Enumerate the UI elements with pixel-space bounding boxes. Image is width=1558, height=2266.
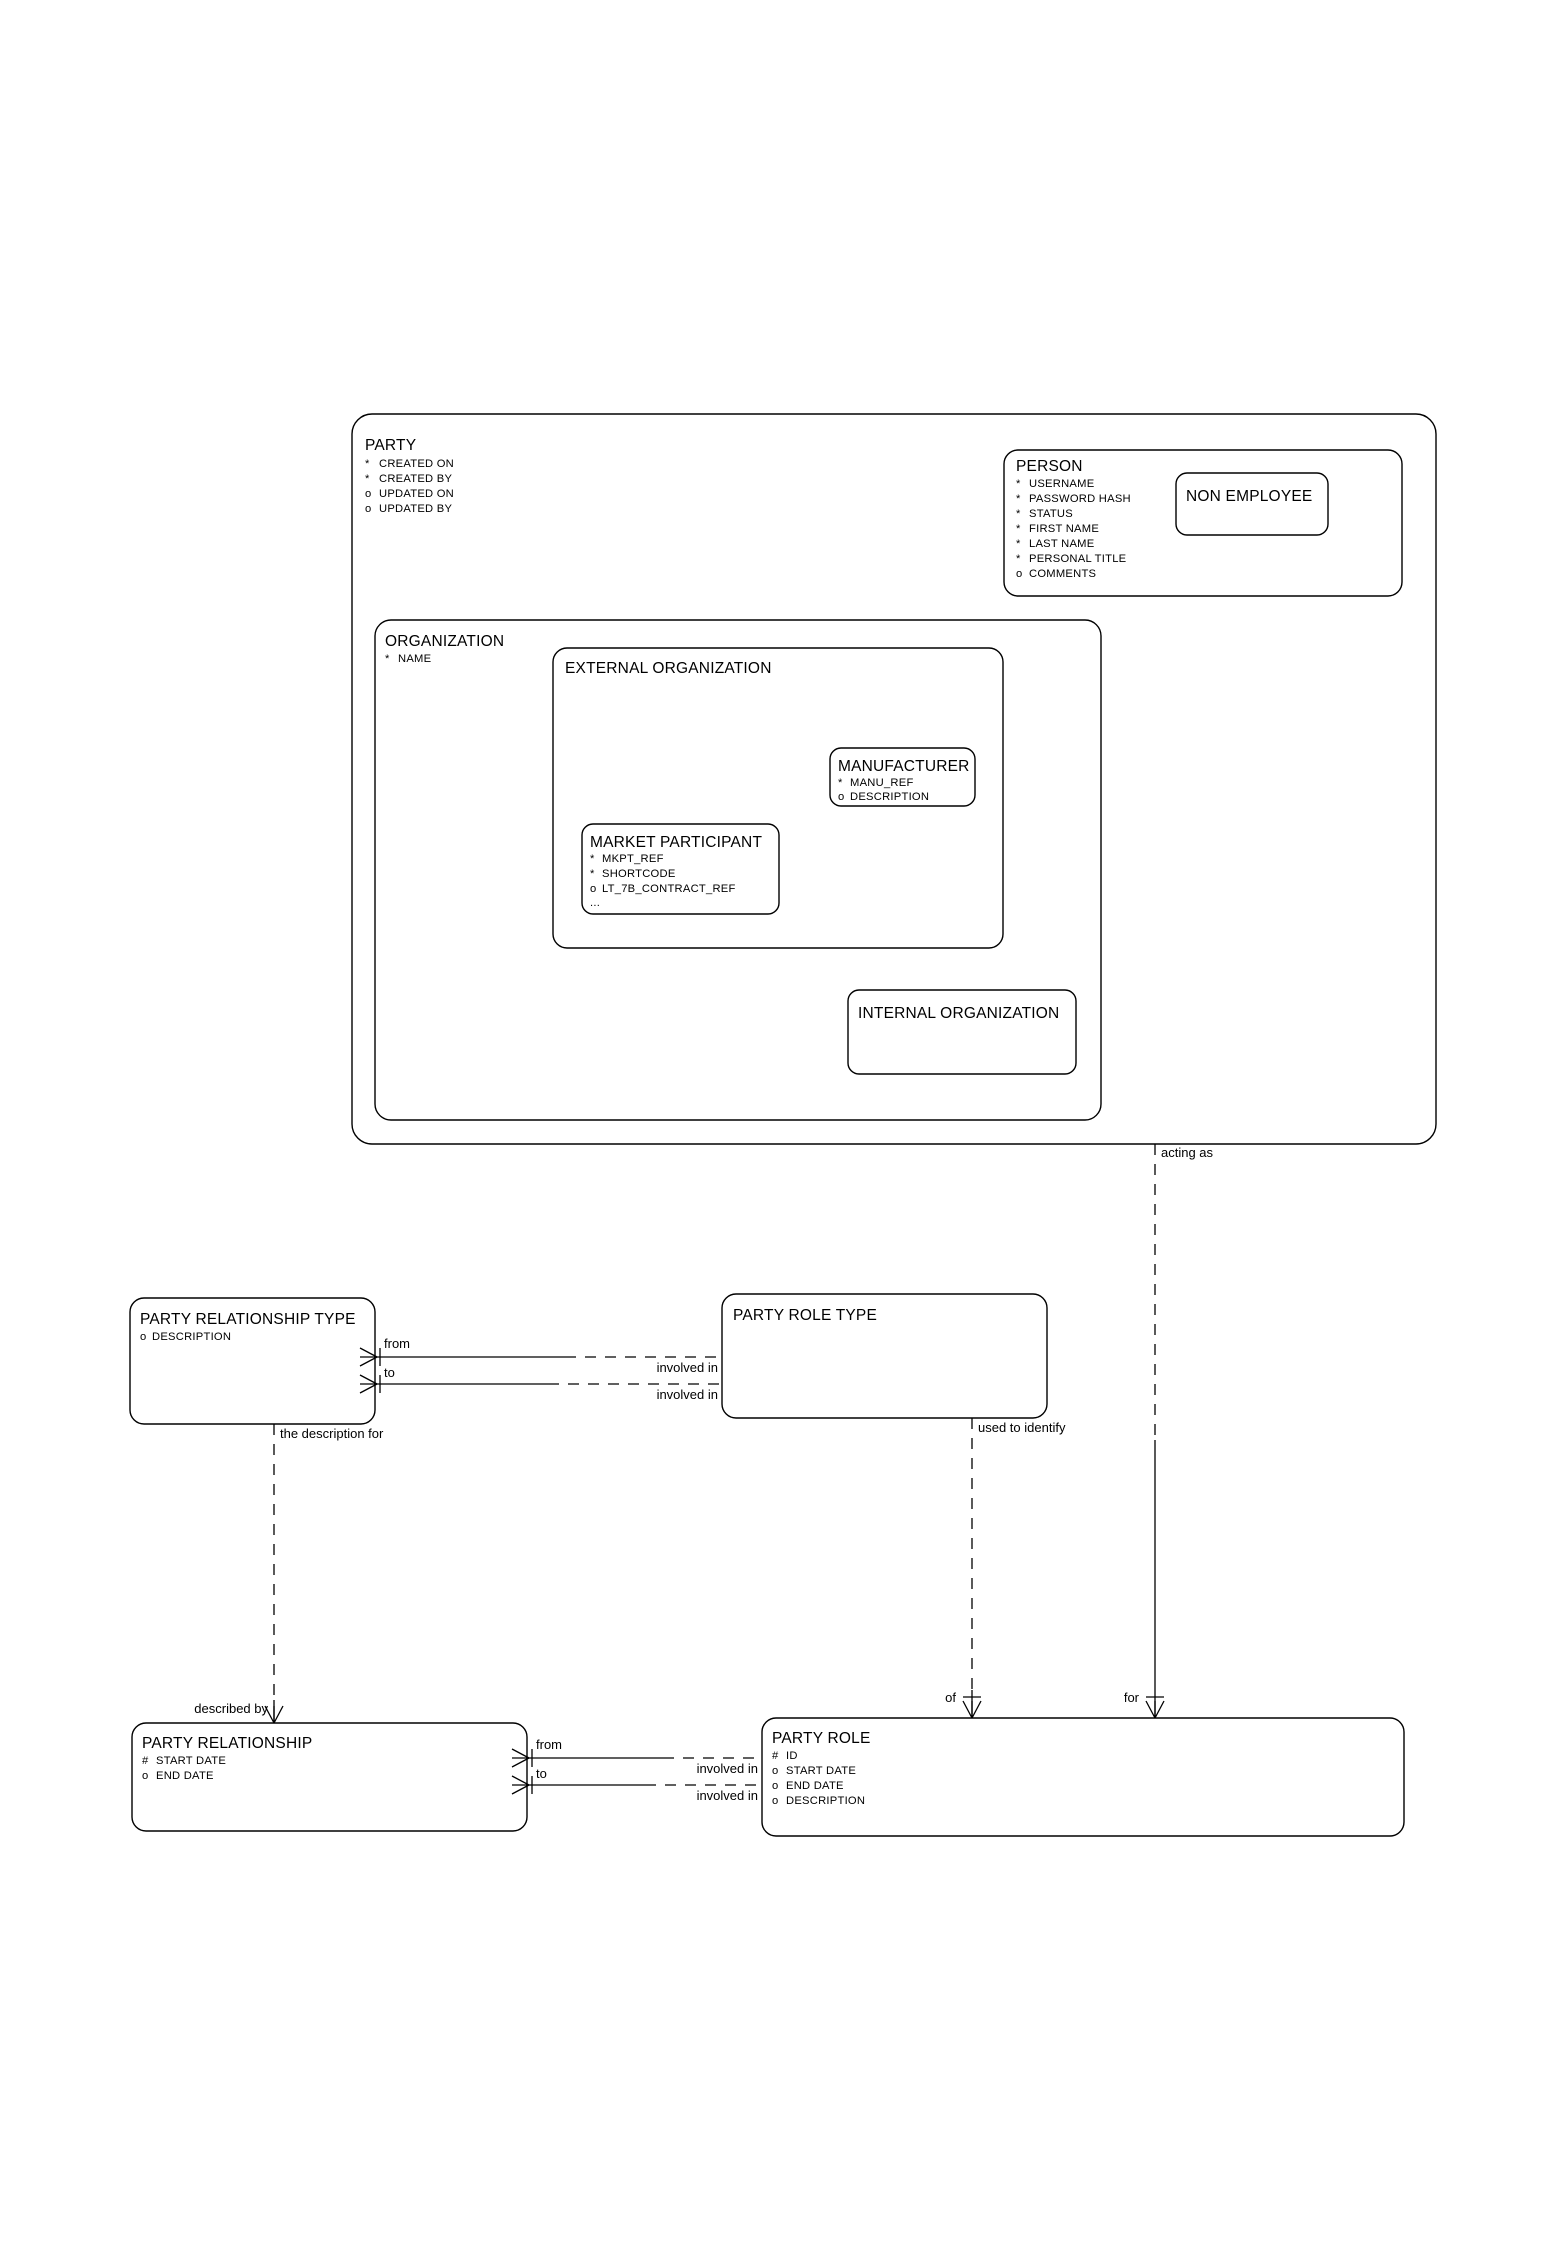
entity-market-participant-attr-2-marker: o [590,883,596,895]
entity-party-role-attr-0-marker: # [772,1750,779,1762]
entity-party-role[interactable] [761,1717,1405,1837]
rel-label-of: of [945,1690,956,1705]
rel-label-the-description-for: the description for [280,1426,384,1441]
entity-party-relationship-type-attr-0-marker: o [140,1331,146,1343]
rel-label-described-by: described by [194,1701,268,1716]
entity-organization-title: ORGANIZATION [385,633,504,650]
rel-label-used-to-identify: used to identify [978,1420,1066,1435]
entity-party-relationship-type[interactable] [129,1297,376,1425]
entity-party-relationship-type-attr-0-label: DESCRIPTION [152,1331,231,1343]
entity-market-participant-attr-1-marker: * [590,868,595,880]
entity-party-role-attr-3-marker: o [772,1795,778,1807]
entity-party-relationship-attr-1-marker: o [142,1770,148,1782]
entity-organization-attr-0-marker: * [385,653,390,665]
entity-non-employee[interactable] [1175,472,1329,536]
entity-party-role-attr-3-label: DESCRIPTION [786,1795,865,1807]
entity-external-organization-title: EXTERNAL ORGANIZATION [565,660,772,677]
crow-foot-prt-to [359,1374,378,1394]
entity-party-role-type[interactable] [721,1293,1048,1419]
entity-manufacturer-attr-0-marker: * [838,777,843,789]
rel-label-pr-from: from [536,1737,562,1752]
entity-market-participant-attr-3-label: ... [590,897,600,909]
entity-person-attr-5-marker: * [1016,553,1021,565]
rel-label-pr-involved-in-1: involved in [697,1761,758,1776]
entity-party-relationship[interactable] [131,1722,528,1832]
entity-party-attr-2-marker: o [365,488,371,500]
entity-party-relationship-title: PARTY RELATIONSHIP [142,1735,312,1752]
entity-party-role-attr-1-marker: o [772,1765,778,1777]
entity-person-attr-5-label: PERSONAL TITLE [1029,553,1126,565]
entity-person-attr-6-label: COMMENTS [1029,568,1096,580]
crow-foot-described-by [264,1705,284,1724]
rel-label-for: for [1124,1690,1140,1705]
entity-manufacturer[interactable] [829,747,976,807]
entity-party-attr-3-label: UPDATED BY [379,503,452,515]
entity-market-participant-attr-1-label: SHORTCODE [602,868,676,880]
entity-party-role-type-title: PARTY ROLE TYPE [733,1307,877,1324]
entity-person-attr-2-label: STATUS [1029,508,1073,520]
entity-manufacturer-attr-1-label: DESCRIPTION [850,791,929,803]
entity-party-role-attr-2-marker: o [772,1780,778,1792]
entity-person-attr-2-marker: * [1016,508,1021,520]
entity-internal-organization[interactable] [847,989,1077,1075]
entity-market-participant-attr-0-marker: * [590,853,595,865]
entity-person-title: PERSON [1016,458,1083,475]
entity-internal-organization-title: INTERNAL ORGANIZATION [858,1005,1059,1022]
entity-party-attr-1-label: CREATED BY [379,473,452,485]
entity-market-participant-attr-0-label: MKPT_REF [602,853,664,865]
crow-foot-for [1145,1700,1165,1719]
entity-person-attr-4-label: LAST NAME [1029,538,1094,550]
entity-party-relationship-attr-1-label: END DATE [156,1770,214,1782]
entity-person-attr-3-marker: * [1016,523,1021,535]
entity-person-attr-1-marker: * [1016,493,1021,505]
entity-party-attr-3-marker: o [365,503,371,515]
entity-party-attr-2-label: UPDATED ON [379,488,454,500]
crow-foot-of [962,1700,982,1719]
entity-party-role-attr-2-label: END DATE [786,1780,844,1792]
entity-party-attr-0-label: CREATED ON [379,458,454,470]
crow-foot-pr-to [511,1775,530,1795]
entity-non-employee-title: NON EMPLOYEE [1186,488,1312,505]
rel-label-prt-involved-in-2: involved in [657,1387,718,1402]
entity-party-relationship-attr-0-marker: # [142,1755,149,1767]
entity-person-attr-1-label: PASSWORD HASH [1029,493,1131,505]
entity-party-role-attr-1-label: START DATE [786,1765,856,1777]
entity-market-participant-attr-2-label: LT_7B_CONTRACT_REF [602,883,736,895]
entity-party-relationship-attr-0-label: START DATE [156,1755,226,1767]
entity-party-attr-1-marker: * [365,473,370,485]
entity-manufacturer-attr-0-label: MANU_REF [850,777,914,789]
rel-label-prt-from: from [384,1336,410,1351]
entity-person-attr-0-label: USERNAME [1029,478,1094,490]
entity-party-role-title: PARTY ROLE [772,1730,870,1747]
crow-foot-prt-from [359,1347,378,1367]
rel-label-pr-involved-in-2: involved in [697,1788,758,1803]
entity-person-attr-4-marker: * [1016,538,1021,550]
rel-label-prt-to: to [384,1365,395,1380]
entity-manufacturer-attr-1-marker: o [838,791,844,803]
entity-organization-attr-0-label: NAME [398,653,431,665]
entity-market-participant[interactable] [581,823,780,915]
entity-person-attr-6-marker: o [1016,568,1022,580]
entity-market-participant-title: MARKET PARTICIPANT [590,834,762,851]
entity-party-relationship-type-title: PARTY RELATIONSHIP TYPE [140,1311,356,1328]
entity-party-role-attr-0-label: ID [786,1750,798,1762]
entity-party-title: PARTY [365,437,416,454]
rel-label-pr-to: to [536,1766,547,1781]
rel-label-prt-involved-in-1: involved in [657,1360,718,1375]
crow-foot-pr-from [511,1748,530,1768]
entity-manufacturer-title: MANUFACTURER [838,758,970,775]
entity-person-attr-0-marker: * [1016,478,1021,490]
rel-label-acting-as: acting as [1161,1145,1214,1160]
entity-party-attr-0-marker: * [365,458,370,470]
entity-person-attr-3-label: FIRST NAME [1029,523,1099,535]
